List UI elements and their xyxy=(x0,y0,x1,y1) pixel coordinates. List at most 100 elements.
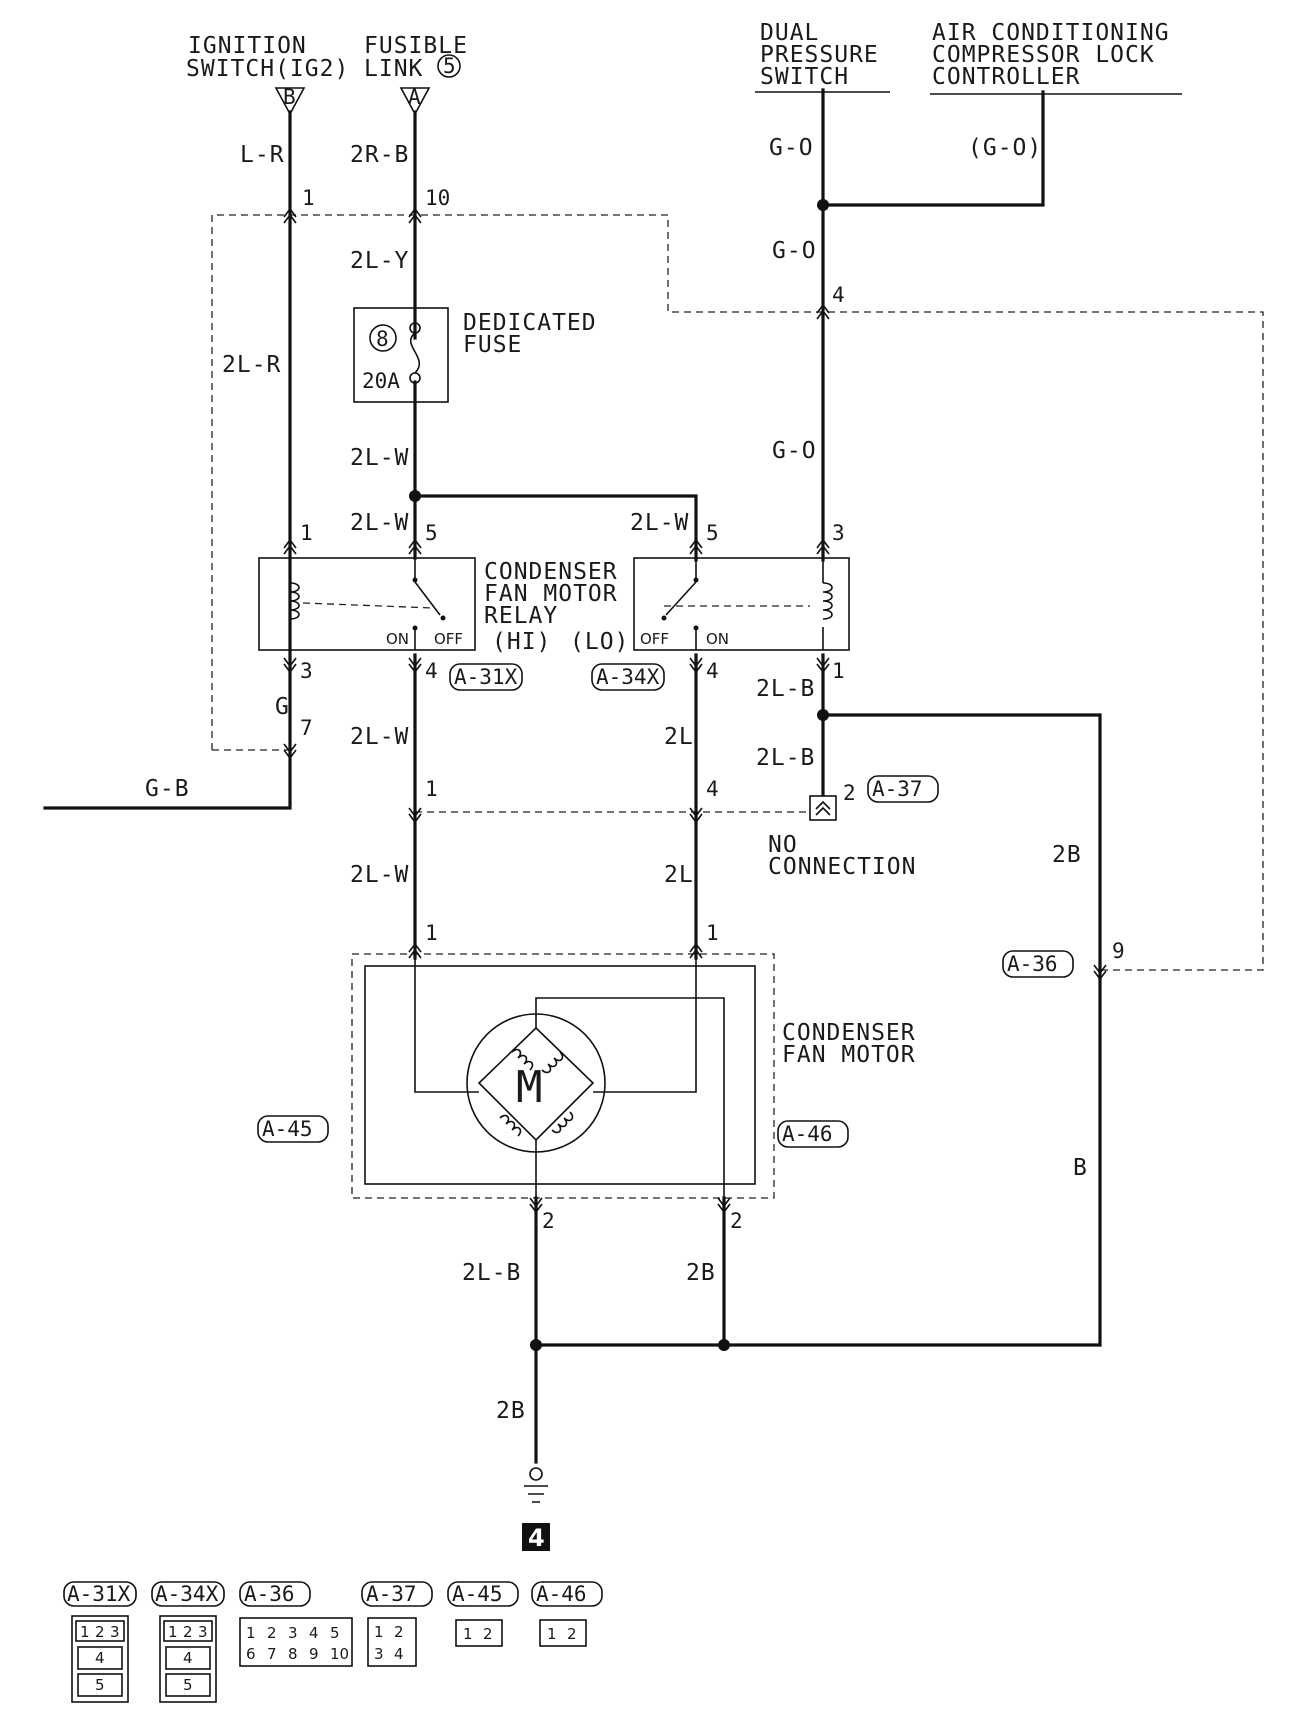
pin-chevrons xyxy=(283,207,1107,1214)
svg-text:CONTROLLER: CONTROLLER xyxy=(932,64,1080,90)
svg-text:2L-W: 2L-W xyxy=(630,510,689,536)
svg-text:2L-W: 2L-W xyxy=(350,724,409,750)
no-connection-terminal: NO CONNECTION xyxy=(768,795,916,880)
svg-text:2: 2 xyxy=(483,1625,493,1643)
svg-text:8: 8 xyxy=(376,327,389,351)
a36-pin-10: 10 xyxy=(330,1645,349,1663)
wire-ground-b xyxy=(538,713,1102,1347)
wire-ig2 xyxy=(43,110,292,810)
svg-text:NO: NO xyxy=(768,832,798,858)
svg-text:3: 3 xyxy=(374,1645,384,1663)
svg-text:OFF: OFF xyxy=(434,630,463,648)
svg-text:4: 4 xyxy=(425,659,438,683)
svg-text:CONNECTION: CONNECTION xyxy=(768,854,916,880)
svg-text:G: G xyxy=(275,694,290,720)
svg-text:1: 1 xyxy=(425,777,438,801)
svg-text:CONDENSER: CONDENSER xyxy=(484,559,618,585)
svg-text:2L-W: 2L-W xyxy=(350,445,409,471)
svg-text:2R-B: 2R-B xyxy=(350,142,409,168)
svg-text:PRESSURE: PRESSURE xyxy=(760,42,879,68)
svg-text:A-34X: A-34X xyxy=(155,1582,219,1606)
svg-text:5: 5 xyxy=(183,1676,193,1694)
svg-text:FUSE: FUSE xyxy=(463,332,522,358)
svg-text:A-34X: A-34X xyxy=(596,665,660,689)
svg-text:2L: 2L xyxy=(664,724,694,750)
svg-text:A-46: A-46 xyxy=(536,1582,587,1606)
ground-point: 4 xyxy=(522,1467,550,1552)
svg-text:1: 1 xyxy=(463,1625,473,1643)
a36-pin-1: 1 xyxy=(246,1624,256,1642)
legend-a34x: A-34X 1 2 3 4 5 xyxy=(151,1581,225,1703)
svg-text:FAN MOTOR: FAN MOTOR xyxy=(484,581,618,607)
svg-text:2: 2 xyxy=(95,1623,105,1641)
svg-text:5: 5 xyxy=(443,54,456,78)
svg-text:4: 4 xyxy=(528,1524,545,1552)
dashed-connector-lines xyxy=(211,214,1264,1199)
svg-text:2L-W: 2L-W xyxy=(350,510,409,536)
svg-text:G-O: G-O xyxy=(772,238,817,264)
svg-text:2: 2 xyxy=(542,1209,555,1233)
svg-text:CONDENSER: CONDENSER xyxy=(782,1020,916,1046)
svg-text:M: M xyxy=(516,1062,543,1113)
svg-text:A-37: A-37 xyxy=(872,777,923,801)
svg-text:A-37: A-37 xyxy=(366,1582,417,1606)
svg-text:(HI): (HI) xyxy=(492,629,551,655)
legend-a37: A-37 1 2 3 4 xyxy=(361,1581,433,1667)
svg-text:1: 1 xyxy=(80,1623,90,1641)
svg-text:DEDICATED: DEDICATED xyxy=(463,310,597,336)
a36-pin-6: 6 xyxy=(246,1645,256,1663)
a36-pin-2: 2 xyxy=(267,1624,277,1642)
svg-text:4: 4 xyxy=(706,777,719,801)
svg-text:G-O: G-O xyxy=(772,438,817,464)
wire-ac xyxy=(821,90,1045,207)
svg-text:1: 1 xyxy=(706,921,719,945)
svg-text:IGNITION: IGNITION xyxy=(188,33,307,59)
svg-text:5: 5 xyxy=(95,1676,105,1694)
svg-text:A-31X: A-31X xyxy=(454,665,518,689)
svg-text:G-B: G-B xyxy=(145,776,190,802)
svg-text:A-31X: A-31X xyxy=(67,1582,131,1606)
svg-text:2L-Y: 2L-Y xyxy=(350,248,409,274)
svg-text:2: 2 xyxy=(730,1209,743,1233)
svg-text:FAN MOTOR: FAN MOTOR xyxy=(782,1042,916,1068)
svg-text:LINK: LINK xyxy=(364,56,423,82)
svg-text:A: A xyxy=(408,85,421,109)
svg-text:1: 1 xyxy=(547,1625,557,1643)
svg-text:B: B xyxy=(283,85,296,109)
svg-text:2: 2 xyxy=(843,781,856,805)
svg-text:SWITCH(IG2): SWITCH(IG2) xyxy=(186,56,349,82)
condenser-fan-motor-relay-hi: ON OFF xyxy=(258,557,476,651)
svg-text:A-46: A-46 xyxy=(782,1122,833,1146)
svg-text:4: 4 xyxy=(832,283,845,307)
a36-pin-9: 9 xyxy=(309,1645,319,1663)
svg-text:1: 1 xyxy=(302,186,315,210)
a36-pin-7: 7 xyxy=(267,1645,277,1663)
svg-text:2L-B: 2L-B xyxy=(756,745,815,771)
svg-text:1: 1 xyxy=(832,659,845,683)
a36-pin-8: 8 xyxy=(288,1645,298,1663)
svg-text:3: 3 xyxy=(110,1623,120,1641)
connector-tags: A-31X A-34X A-37 A-36 A-45 A-46 xyxy=(257,663,1074,1148)
svg-text:2L: 2L xyxy=(664,862,694,888)
svg-text:(G-O): (G-O) xyxy=(968,135,1042,161)
ignition-switch-source: IGNITION SWITCH(IG2) B xyxy=(186,33,349,116)
condenser-fan-motor-relay-lo: OFF ON xyxy=(633,557,850,651)
svg-text:2L-B: 2L-B xyxy=(462,1260,521,1286)
fusible-link-source: FUSIBLE LINK 5 A xyxy=(364,33,467,116)
svg-text:A-45: A-45 xyxy=(452,1582,503,1606)
svg-text:ON: ON xyxy=(386,630,409,648)
svg-text:RELAY: RELAY xyxy=(484,603,558,629)
svg-text:2: 2 xyxy=(394,1623,404,1641)
svg-text:COMPRESSOR LOCK: COMPRESSOR LOCK xyxy=(932,42,1155,68)
a36-pin-3: 3 xyxy=(288,1624,298,1642)
a36-pin-5: 5 xyxy=(330,1624,340,1642)
svg-text:3: 3 xyxy=(198,1623,208,1641)
legend-a46: A-46 1 2 xyxy=(531,1581,603,1647)
wires xyxy=(43,88,1102,1464)
svg-text:4: 4 xyxy=(394,1645,404,1663)
wire-labels: L-R 2R-B G-O (G-O) G-O 2L-Y 2L-R G-O 2L-… xyxy=(145,135,1087,1424)
svg-text:A-36: A-36 xyxy=(244,1582,295,1606)
svg-text:2: 2 xyxy=(567,1625,577,1643)
svg-text:7: 7 xyxy=(300,716,313,740)
